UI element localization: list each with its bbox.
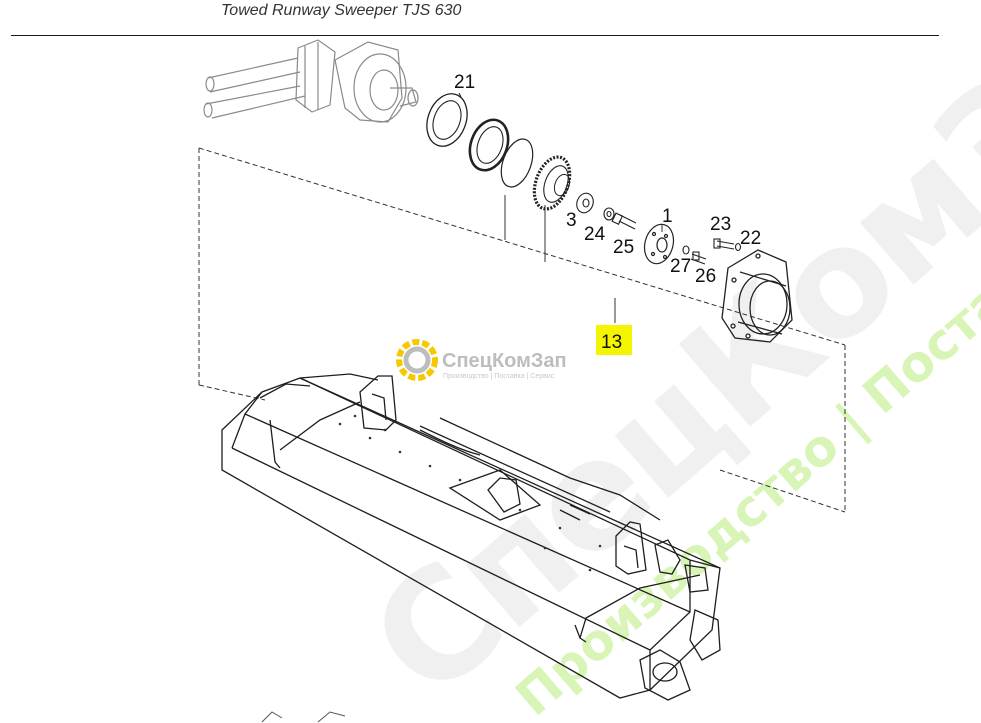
brand-logo-name: СпецКомЗап bbox=[442, 350, 567, 372]
drive-gear bbox=[532, 155, 572, 211]
frame-arm-assembly bbox=[203, 39, 419, 123]
bearing-ring bbox=[468, 118, 510, 172]
o-ring bbox=[500, 138, 534, 188]
bottom-cut-parts bbox=[261, 711, 346, 723]
part-label-27: 27 bbox=[670, 256, 691, 277]
small-hardware bbox=[576, 192, 637, 230]
part-label-25: 25 bbox=[613, 237, 634, 258]
part-label-23: 23 bbox=[710, 214, 731, 235]
hub-flange bbox=[643, 223, 675, 265]
hardware-26-27 bbox=[682, 245, 707, 265]
part-label-24: 24 bbox=[584, 224, 606, 245]
brand-logo: СпецКомЗап Производство | Поставка | Сер… bbox=[396, 339, 567, 381]
header-rule bbox=[11, 35, 939, 36]
hydraulic-motor bbox=[721, 249, 793, 343]
hardware-22-23 bbox=[713, 238, 742, 252]
seal-ring-21 bbox=[426, 92, 468, 147]
part-label-13: 13 bbox=[601, 332, 622, 353]
page-title: Towed Runway Sweeper TJS 630 bbox=[221, 2, 462, 19]
part-label-26: 26 bbox=[695, 266, 716, 287]
part-label-21: 21 bbox=[454, 72, 475, 93]
part-label-13-highlight bbox=[596, 325, 632, 355]
sweeper-housing bbox=[221, 373, 721, 701]
part-label-22: 22 bbox=[740, 228, 761, 249]
part-label-3: 3 bbox=[566, 210, 577, 231]
part-number-labels: 21 3 24 25 1 27 26 23 22 13 bbox=[454, 72, 761, 355]
part-label-1: 1 bbox=[662, 206, 673, 227]
brand-logo-tagline: Производство | Поставка | Сервис bbox=[443, 373, 555, 380]
detail-boundary bbox=[198, 147, 846, 513]
housing-rivets bbox=[338, 414, 602, 572]
